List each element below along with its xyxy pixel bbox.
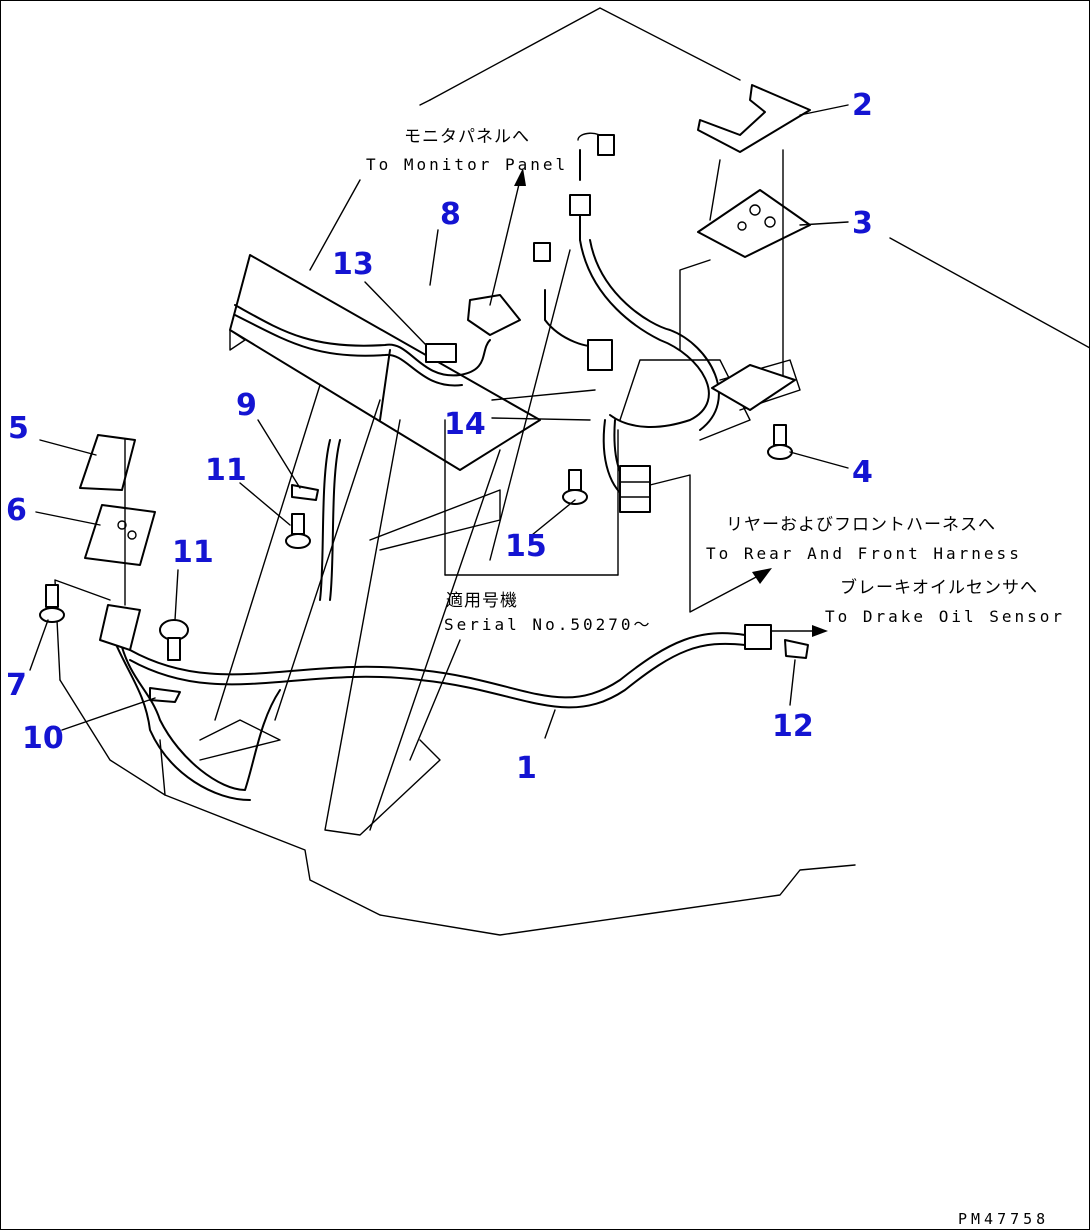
- callout-2: 2: [852, 88, 873, 123]
- callout-12: 12: [772, 709, 814, 744]
- callout-11a: 11: [205, 453, 247, 488]
- drawing-code: PM47758: [958, 1210, 1049, 1228]
- direction-arrows: [489, 168, 828, 637]
- callout-11b: 11: [172, 535, 214, 570]
- callout-4: 4: [852, 455, 873, 490]
- annotation-notes: モニタパネルへ To Monitor Panel リヤーおよびフロントハーネスへ…: [366, 127, 1065, 634]
- note-rear-en: To Rear And Front Harness: [706, 544, 1022, 563]
- note-monitor-en: To Monitor Panel: [366, 155, 568, 174]
- plates-upper: [697, 84, 811, 411]
- callout-8: 8: [440, 197, 461, 232]
- callout-15: 15: [505, 529, 547, 564]
- callout-5: 5: [8, 411, 29, 446]
- callout-9: 9: [236, 388, 257, 423]
- note-brake-jp: ブレーキオイルセンサへ: [840, 577, 1038, 598]
- callout-13: 13: [332, 247, 374, 282]
- callout-10: 10: [22, 721, 64, 756]
- callout-14: 14: [444, 407, 486, 442]
- leader-lines: [29, 104, 849, 761]
- note-brake-en: To Drake Oil Sensor: [825, 607, 1065, 626]
- callout-6: 6: [6, 493, 27, 528]
- note-rear-jp: リヤーおよびフロントハーネスへ: [726, 515, 996, 535]
- connectors: [425, 134, 772, 650]
- plates-lower: [79, 434, 156, 651]
- note-monitor-jp: モニタパネルへ: [404, 127, 530, 147]
- bolts: [39, 469, 809, 703]
- callout-7: 7: [6, 668, 27, 703]
- harness-main: [109, 132, 746, 801]
- cab-outline: [54, 7, 1090, 936]
- bolt-4: [767, 424, 793, 460]
- note-serial-en: Serial No.50270～: [444, 615, 653, 634]
- callout-3: 3: [852, 206, 873, 241]
- callout-labels: 1 2 3 4 5 6 7 8 9 10 11 11 12 13 14 15: [6, 88, 873, 786]
- callout-1: 1: [516, 751, 537, 786]
- note-serial-jp: 適用号機: [446, 591, 518, 611]
